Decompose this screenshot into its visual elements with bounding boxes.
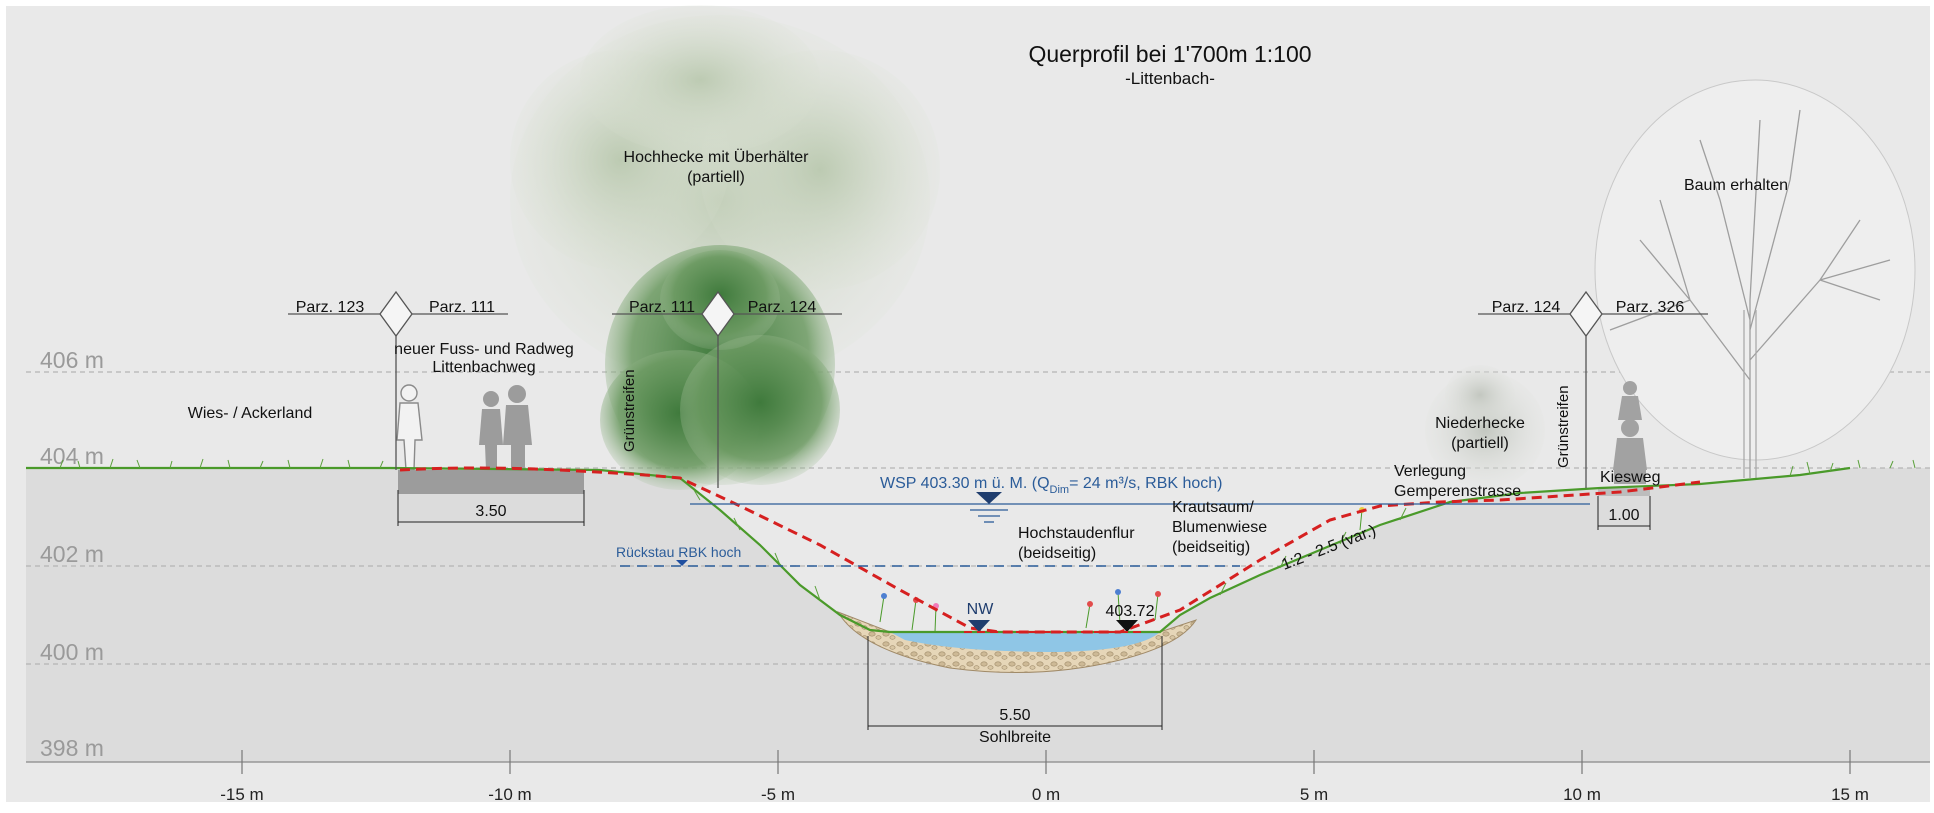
- dim-path-value: 3.50: [475, 503, 506, 520]
- label-rueckstau: Rückstau RBK hoch: [616, 544, 741, 560]
- dimension-lines: [397, 490, 1651, 730]
- x-axis-label: -5 m: [761, 785, 795, 804]
- proposed-profile-line: [399, 466, 1701, 634]
- river-water: [890, 632, 1160, 652]
- parcel-markers: [288, 290, 1708, 488]
- diagram-title: Querprofil bei 1'700m 1:100: [1028, 41, 1311, 67]
- label-niederhecke-partiell: (partiell): [1451, 435, 1509, 452]
- label-fussweg: neuer Fuss- und Radweg: [394, 341, 574, 358]
- niederhecke-bush: [1425, 365, 1545, 488]
- elevation-label: 406 m: [40, 347, 104, 373]
- parcel-marker-right: [1478, 290, 1708, 488]
- terrain-body: [26, 468, 1930, 762]
- label-krautsaum: Krautsaum/: [1172, 499, 1254, 516]
- label-gemperenstrasse: Gemperenstrasse: [1394, 483, 1521, 500]
- level-marker-icon: [1116, 620, 1138, 632]
- x-axis-ticks: [241, 750, 1851, 774]
- x-axis-label: 0 m: [1032, 785, 1060, 804]
- couple-walking-icon: [479, 385, 532, 470]
- x-axis-label: 15 m: [1831, 785, 1869, 804]
- pedestrians: [396, 381, 1647, 484]
- dark-green-tree: [600, 245, 840, 490]
- wsp-text-prefix: WSP 403.30 m ü. M. (Q: [880, 475, 1050, 492]
- parent-with-child-icon: [1613, 381, 1647, 484]
- label-gruenstreifen-right: Grünstreifen: [1555, 385, 1572, 468]
- label-gruenstreifen-left: Grünstreifen: [621, 369, 638, 452]
- label-hochhecke: Hochhecke mit Überhälter: [624, 148, 810, 166]
- parcel-label: Parz. 326: [1616, 299, 1685, 316]
- x-axis-labels: -15 m -10 m -5 m 0 m 5 m 10 m 15 m: [220, 785, 1869, 804]
- parcel-marker-left: [288, 290, 508, 470]
- grass-tufts: [59, 458, 1916, 601]
- elevation-label: 400 m: [40, 639, 104, 665]
- dim-sohle-value: 5.50: [999, 707, 1030, 724]
- label-level: 403.72: [1106, 603, 1155, 620]
- parcel-marker-mid: [612, 290, 842, 488]
- x-axis-label: 5 m: [1300, 785, 1328, 804]
- baum-erhalten-tree: [1594, 79, 1916, 478]
- dim-kies-value: 1.00: [1608, 507, 1639, 524]
- label-sohlbreite: Sohlbreite: [979, 729, 1051, 746]
- parcel-label: Parz. 124: [1492, 299, 1561, 316]
- wsp-marker-icon: [970, 492, 1008, 523]
- parcel-label: Parz. 111: [429, 299, 495, 316]
- label-hochstauden-beidseitig: (beidseitig): [1018, 545, 1096, 562]
- x-axis-label: -15 m: [220, 785, 263, 804]
- label-krautsaum-beidseitig: (beidseitig): [1172, 539, 1250, 556]
- label-niederhecke: Niederhecke: [1435, 415, 1525, 432]
- wsp-text-suffix: = 24 m³/s, RBK hoch): [1069, 475, 1222, 492]
- elevation-labels: 406 m 404 m 402 m 400 m 398 m: [40, 347, 104, 761]
- label-littenbachweg: Littenbachweg: [432, 359, 535, 376]
- label-nw: NW: [967, 601, 995, 618]
- label-verlegung: Verlegung: [1394, 463, 1466, 480]
- label-kiesweg: Kiesweg: [1600, 469, 1660, 486]
- label-hochhecke-partiell: (partiell): [687, 169, 745, 186]
- label-baum-erhalten: Baum erhalten: [1684, 177, 1788, 194]
- fussweg-slab: [398, 470, 584, 494]
- hochhecke-tree-canopy: [510, 5, 940, 385]
- rueckstau-marker-icon: [676, 560, 688, 566]
- existing-ground-line: [26, 466, 1851, 634]
- label-wiesland: Wies- / Ackerland: [188, 405, 312, 422]
- nw-marker-icon: [968, 620, 990, 632]
- label-blumenwiese: Blumenwiese: [1172, 519, 1267, 536]
- kiesweg-slab: [1598, 488, 1650, 496]
- elevation-label: 402 m: [40, 541, 104, 567]
- diagram-subtitle: -Littenbach-: [1125, 69, 1215, 88]
- elevation-label: 404 m: [40, 443, 104, 469]
- label-hochstaudenflur: Hochstaudenflur: [1018, 525, 1135, 542]
- wsp-text-sub: Dim: [1050, 484, 1070, 496]
- label-wsp: WSP 403.30 m ü. M. (QDim= 24 m³/s, RBK h…: [880, 475, 1223, 496]
- parcel-label: Parz. 124: [748, 299, 817, 316]
- annotations: Querprofil bei 1'700m 1:100 -Littenbach-…: [188, 41, 1788, 746]
- elevation-label: 398 m: [40, 735, 104, 761]
- x-axis-label: -10 m: [488, 785, 531, 804]
- parcel-label: Parz. 123: [296, 299, 365, 316]
- x-axis-label: 10 m: [1563, 785, 1601, 804]
- parcel-label: Parz. 111: [629, 299, 695, 316]
